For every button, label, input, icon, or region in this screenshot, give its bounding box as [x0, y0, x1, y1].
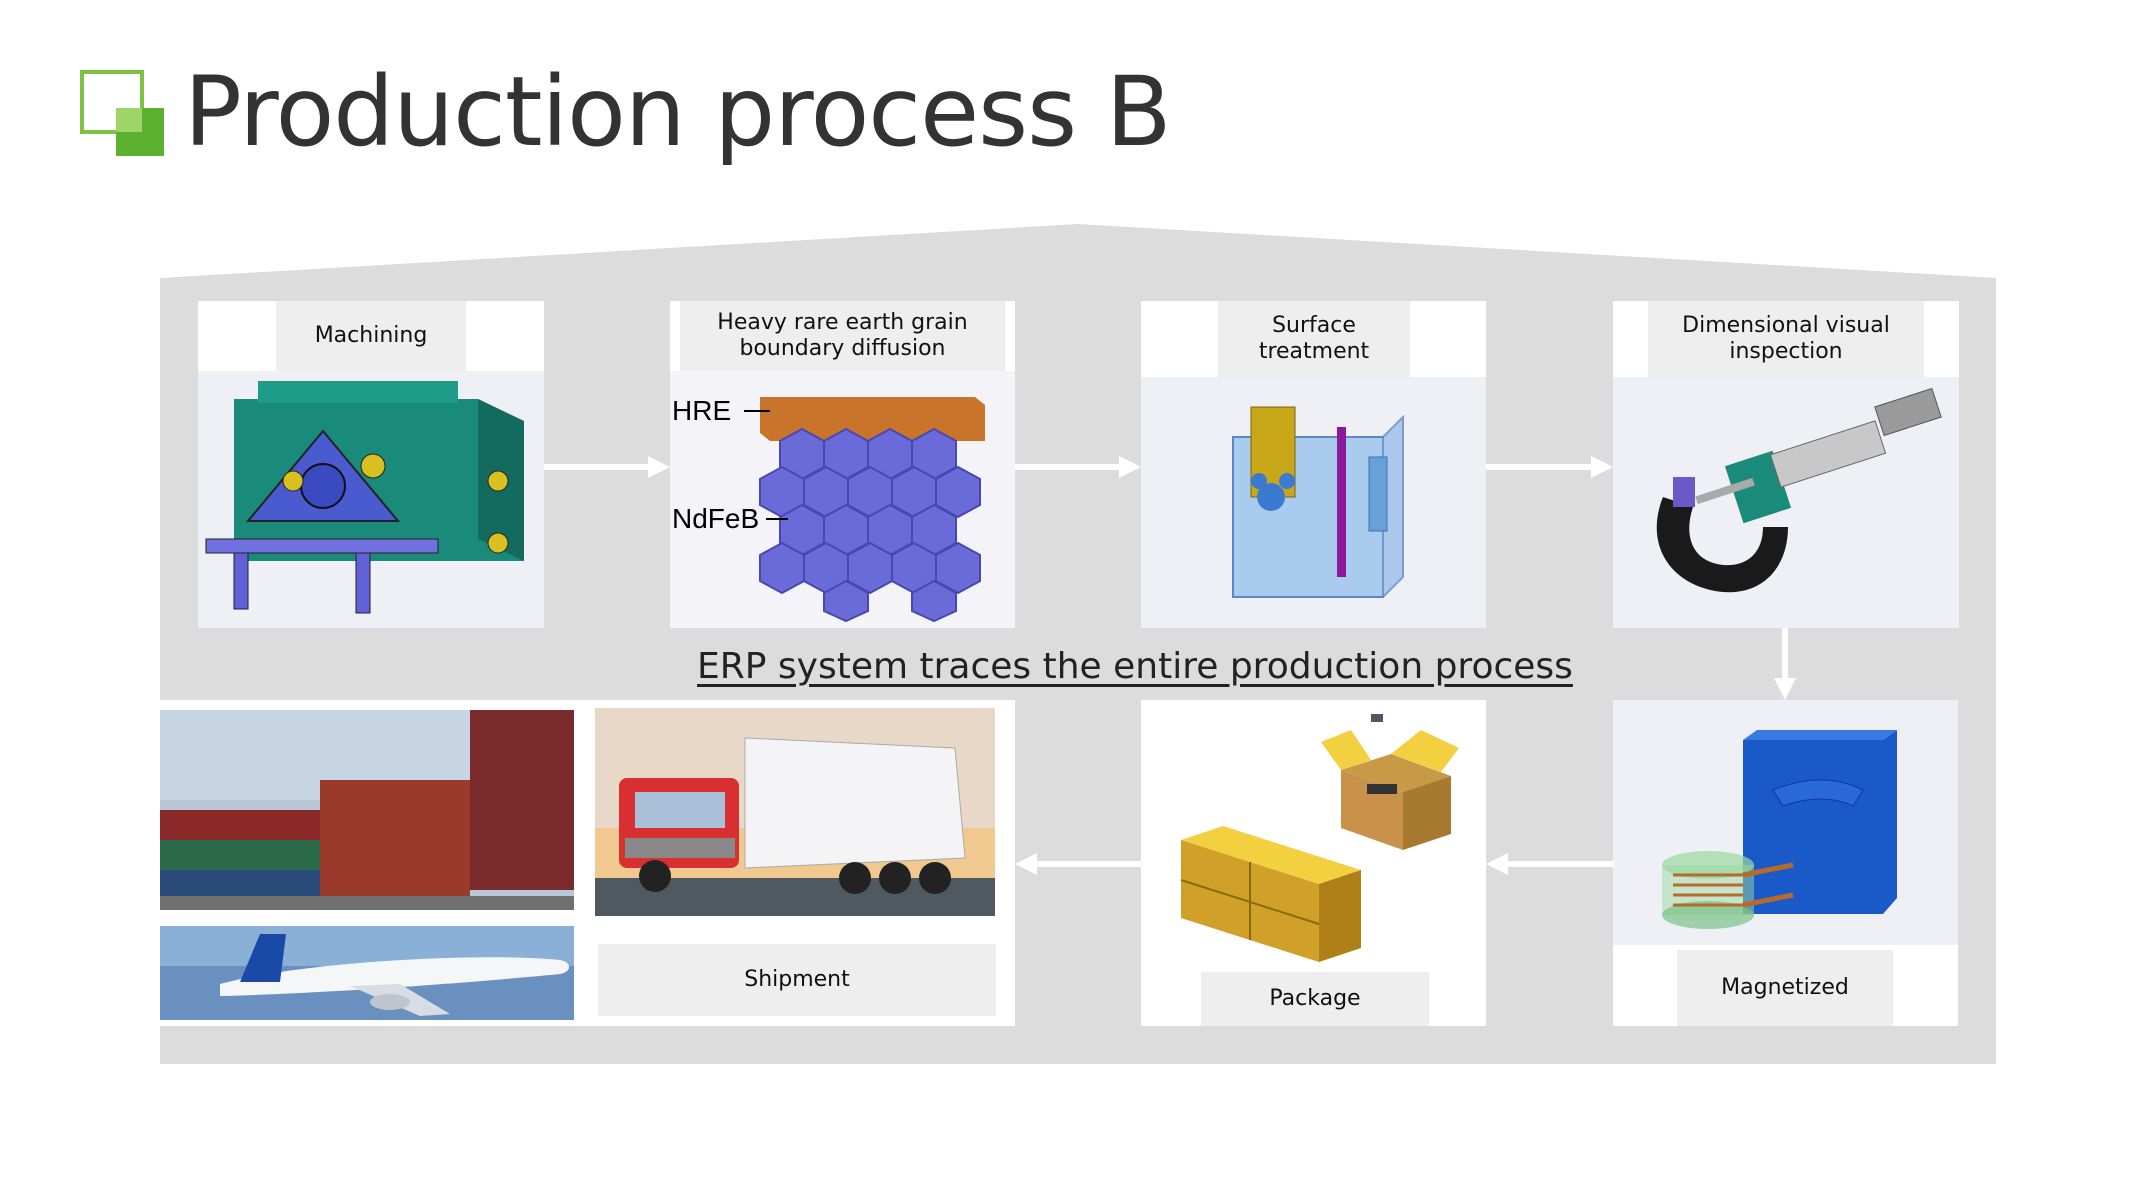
step-label-machining: Machining — [276, 301, 466, 371]
step-dimensional-inspection: Dimensional visual inspection — [1613, 301, 1959, 628]
container-port-photo — [160, 710, 574, 910]
step-label-surface-treatment: Surface treatment — [1218, 301, 1410, 377]
step-label-diffusion: Heavy rare earth grain boundary diffusio… — [680, 301, 1005, 371]
step-surface-treatment: Surface treatment — [1141, 301, 1486, 628]
package-boxes-icon — [1141, 700, 1486, 975]
truck-photo — [595, 708, 995, 916]
plating-tank-icon — [1141, 377, 1486, 628]
ndfeb-label: NdFeB — [672, 503, 760, 534]
arrow-package-to-shipment — [1015, 853, 1141, 875]
machining-fixture-icon — [198, 371, 544, 628]
step-magnetized: Magnetized — [1613, 700, 1958, 1026]
arrow-surface-to-inspection — [1486, 456, 1613, 478]
step-label-package: Package — [1201, 972, 1429, 1026]
title-logo-icon — [80, 70, 164, 156]
step-label-shipment: Shipment — [598, 944, 996, 1016]
step-package: Package — [1141, 700, 1486, 1026]
arrow-machining-to-diffusion — [544, 456, 670, 478]
arrow-magnetized-to-package — [1486, 853, 1613, 875]
step-label-dimensional-inspection: Dimensional visual inspection — [1648, 301, 1924, 377]
step-shipment: Shipment — [160, 700, 1015, 1026]
hexagonal-grain-diagram — [670, 371, 1015, 628]
magnetizer-icon — [1613, 700, 1958, 945]
arrow-inspection-to-magnetized — [1774, 628, 1796, 700]
erp-caption: ERP system traces the entire production … — [697, 646, 1573, 687]
arrow-diffusion-to-surface — [1015, 456, 1141, 478]
micrometer-icon — [1613, 377, 1959, 628]
step-diffusion: Heavy rare earth grain boundary diffusio… — [670, 301, 1015, 628]
airplane-photo — [160, 926, 574, 1020]
page-title: Production process B — [184, 56, 1172, 168]
step-label-magnetized: Magnetized — [1677, 950, 1893, 1026]
step-machining: Machining — [198, 301, 544, 628]
hre-label: HRE — [672, 395, 732, 426]
